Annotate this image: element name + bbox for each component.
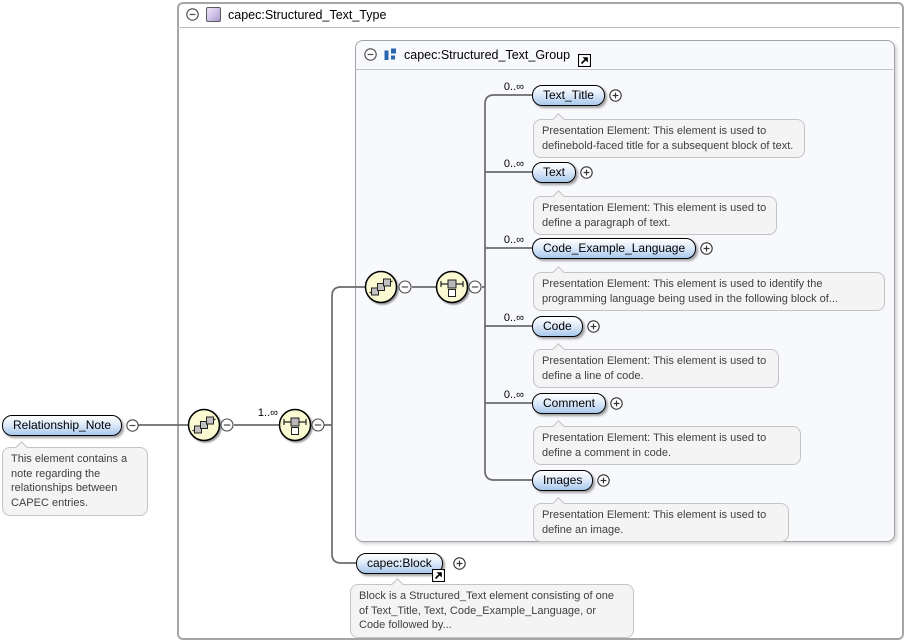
element-code-row: Code [532,315,600,337]
expand-icon[interactable] [610,396,623,410]
cardinality-label: 0..∞ [503,389,524,401]
element-code-example-language[interactable]: Code_Example_Language [532,237,697,259]
type-title: capec:Structured_Text_Type [228,7,387,22]
group-title: capec:Structured_Text_Group [404,47,571,62]
expand-icon[interactable] [609,88,622,102]
element-images-row: Images [532,469,611,491]
element-text[interactable]: Text [532,161,577,183]
structured-text-group-header: capec:Structured_Text_Group [355,40,893,70]
cardinality-label: 0..∞ [503,234,524,246]
element-text-row: Text [532,161,593,183]
collapse-icon[interactable] [186,8,199,21]
cardinality-label: 1..∞ [257,407,278,419]
collapse-icon[interactable] [364,48,377,61]
element-capec-block[interactable]: capec:Block [356,552,445,582]
cardinality-label: 0..∞ [503,312,524,324]
structured-text-type-header: capec:Structured_Text_Type [177,2,900,28]
jump-to-definition-icon[interactable] [578,54,592,67]
model-group-icon [384,48,396,60]
annotation-code-example-language: Presentation Element: This element is us… [533,266,885,312]
annotation-comment: Presentation Element: This element is us… [533,420,801,466]
element-comment-row: Comment [532,392,623,414]
complex-type-icon [206,7,221,22]
tooltip-notch [15,441,28,454]
element-relationship-note-row: Relationship_Note [2,414,139,436]
expand-icon[interactable] [580,165,593,179]
element-text-title-row: Text_Title [532,84,622,106]
annotation-code: Presentation Element: This element is us… [533,343,779,389]
element-code[interactable]: Code [532,315,583,337]
element-label: capec:Block [367,556,432,570]
annotation-text: Presentation Element: This element is us… [533,190,777,236]
element-images[interactable]: Images [532,469,594,491]
collapse-icon[interactable] [126,418,139,432]
expand-icon[interactable] [700,241,713,255]
annotation-capec-block: Block is a Structured_Text element consi… [350,578,634,638]
element-code-example-language-row: Code_Example_Language [532,237,713,259]
element-comment[interactable]: Comment [532,392,607,414]
element-text-title[interactable]: Text_Title [532,84,605,106]
annotation-relationship-note: This element contains a note regarding t… [2,441,148,516]
annotation-images: Presentation Element: This element is us… [533,497,789,543]
expand-icon[interactable] [586,319,600,333]
element-relationship-note[interactable]: Relationship_Note [2,414,123,436]
element-capec-block-row: capec:Block [356,552,466,582]
annotation-text-title: Presentation Element: This element is us… [533,113,805,159]
jump-to-definition-icon[interactable] [431,568,445,582]
cardinality-label: 0..∞ [503,81,524,93]
cardinality-label: 0..∞ [503,158,524,170]
expand-icon[interactable] [597,473,611,487]
expand-icon[interactable] [452,556,466,570]
